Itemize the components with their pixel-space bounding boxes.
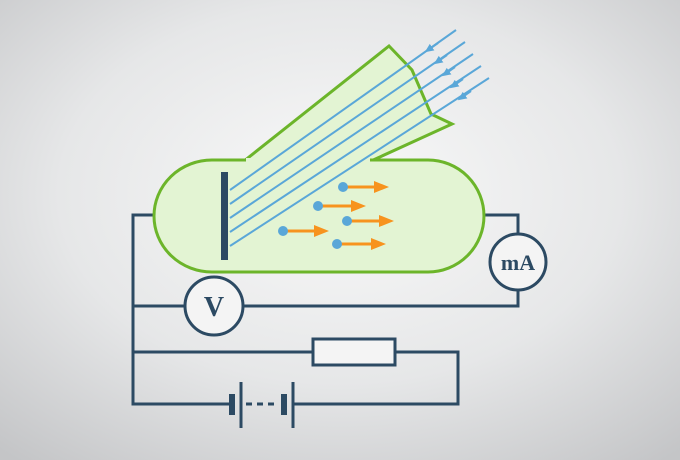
incident-light: [229, 29, 490, 247]
light-ray-arrowhead: [424, 42, 439, 53]
rheostat: [311, 337, 397, 367]
light-ray: [229, 41, 466, 205]
light-ray-arrowhead: [449, 78, 464, 89]
light-ray: [229, 53, 474, 219]
electron: [338, 181, 389, 193]
light-ray-arrowhead: [433, 54, 448, 65]
light-ray-arrowhead: [441, 66, 456, 77]
ammeter-label: mA: [501, 250, 535, 275]
battery-cells: [229, 382, 295, 428]
vacuum-tube: [152, 158, 486, 274]
ammeter: mA: [488, 232, 548, 292]
wire-to-ammeter: [478, 213, 520, 234]
electron: [278, 225, 329, 237]
ammeter-body: [488, 232, 548, 292]
light-ray-arrowhead: [457, 90, 472, 101]
light-ray: [229, 77, 490, 247]
electron: [342, 215, 394, 227]
electron: [313, 200, 366, 212]
wire-left-rail: [131, 213, 232, 406]
voltmeter: V: [183, 275, 245, 337]
photoelectrons: [278, 181, 394, 250]
wire-ammeter-return: [243, 290, 520, 308]
light-ray: [229, 65, 482, 233]
electron: [332, 238, 386, 250]
light-ray: [229, 29, 457, 191]
wire-rheostat-right: [293, 350, 460, 406]
circuit-wires: [131, 213, 520, 406]
voltmeter-label: V: [204, 292, 224, 323]
cathode-plate: [221, 172, 228, 260]
voltmeter-body: [183, 275, 245, 337]
tube-funnel-join: [246, 158, 370, 164]
